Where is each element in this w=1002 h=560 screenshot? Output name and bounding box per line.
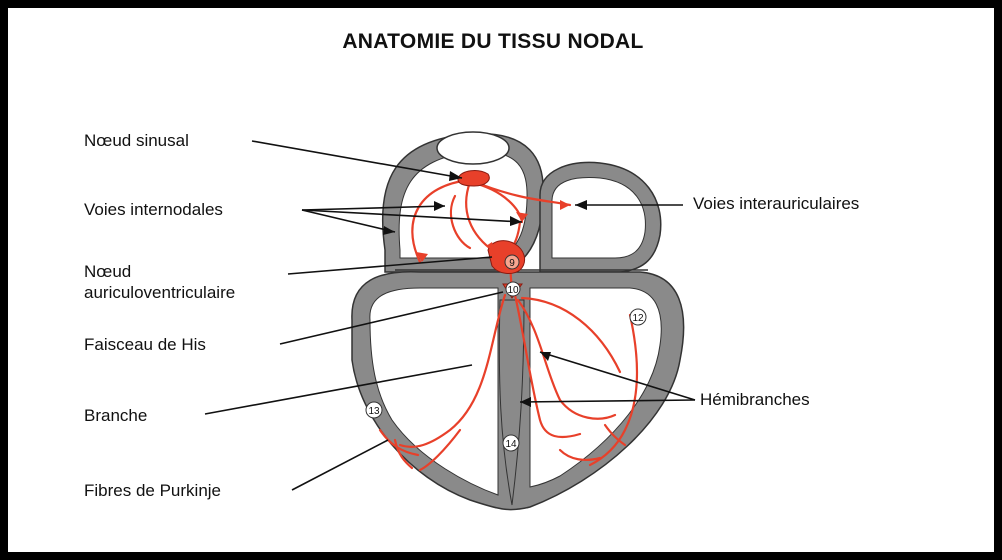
label-noeud-av-line2: auriculoventriculaire [84, 282, 235, 303]
marker-10-text: 10 [507, 285, 519, 296]
label-voies-internodales: Voies internodales [84, 199, 223, 220]
vena-cava-opening [437, 132, 509, 164]
label-branche: Branche [84, 405, 147, 426]
label-fibres-purkinje: Fibres de Purkinje [84, 480, 221, 501]
marker-14-text: 14 [505, 439, 517, 450]
marker-9-text: 9 [509, 258, 515, 269]
marker-12-text: 12 [632, 313, 644, 324]
label-noeud-av-line1: Nœud [84, 261, 131, 282]
label-voies-interauriculaires: Voies interauriculaires [693, 193, 859, 214]
label-faisceau-his: Faisceau de His [84, 334, 206, 355]
label-hemibranches: Hémibranches [700, 389, 810, 410]
sinus-node-shape [458, 171, 489, 186]
label-noeud-sinusal: Nœud sinusal [84, 130, 189, 151]
leader-fibres-purkinje [292, 440, 388, 490]
marker-13-text: 13 [368, 406, 380, 417]
